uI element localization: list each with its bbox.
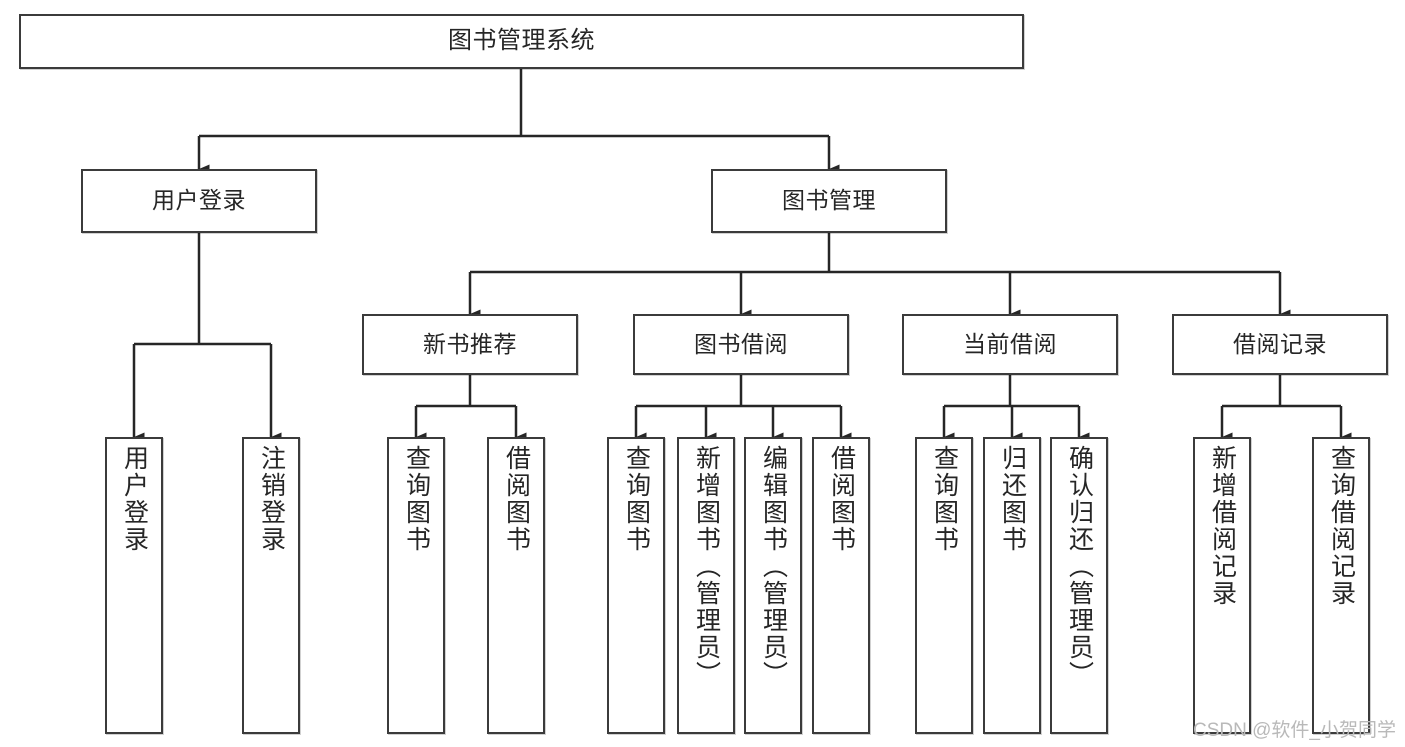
node-leaf-edit-book[interactable]: 编辑图书（管理员） <box>744 437 802 734</box>
node-label: 用户登录 <box>152 187 246 214</box>
node-new-book-recommend[interactable]: 新书推荐 <box>362 314 578 375</box>
node-label: 查询图书 <box>622 445 651 553</box>
node-book-borrow[interactable]: 图书借阅 <box>633 314 849 375</box>
node-leaf-return-book[interactable]: 归还图书 <box>983 437 1041 734</box>
node-leaf-user-login[interactable]: 用户登录 <box>105 437 163 734</box>
node-leaf-query-book-1[interactable]: 查询图书 <box>387 437 445 734</box>
node-label: 当前借阅 <box>963 330 1057 357</box>
node-label: 归还图书 <box>998 445 1027 553</box>
node-label: 编辑图书（管理员） <box>759 445 788 688</box>
node-leaf-confirm-return[interactable]: 确认归还（管理员） <box>1050 437 1108 734</box>
node-leaf-query-book-2[interactable]: 查询图书 <box>607 437 665 734</box>
node-label: 注销登录 <box>257 445 286 553</box>
node-label: 借阅图书 <box>827 445 856 553</box>
node-current-borrow[interactable]: 当前借阅 <box>902 314 1118 375</box>
node-label: 图书管理 <box>782 187 876 214</box>
node-leaf-add-book[interactable]: 新增图书（管理员） <box>677 437 735 734</box>
node-root-图书管理系统[interactable]: 图书管理系统 <box>19 14 1024 69</box>
node-leaf-borrow-book-2[interactable]: 借阅图书 <box>812 437 870 734</box>
node-label: 新书推荐 <box>423 330 517 357</box>
node-label: 借阅记录 <box>1233 330 1327 357</box>
node-label: 图书管理系统 <box>448 27 595 55</box>
node-borrow-record[interactable]: 借阅记录 <box>1172 314 1388 375</box>
node-leaf-add-record[interactable]: 新增借阅记录 <box>1193 437 1251 734</box>
node-leaf-user-logout[interactable]: 注销登录 <box>242 437 300 734</box>
node-user-login[interactable]: 用户登录 <box>81 169 317 233</box>
node-label: 用户登录 <box>120 445 149 553</box>
node-leaf-query-book-3[interactable]: 查询图书 <box>915 437 973 734</box>
node-label: 查询借阅记录 <box>1327 445 1356 607</box>
node-book-manage[interactable]: 图书管理 <box>711 169 947 233</box>
node-label: 查询图书 <box>402 445 431 553</box>
node-label: 查询图书 <box>930 445 959 553</box>
watermark-text: CSDN @软件_小贺同学 <box>1193 720 1396 741</box>
edge-group <box>132 69 1352 442</box>
node-label: 图书借阅 <box>694 330 788 357</box>
node-label: 新增借阅记录 <box>1208 445 1237 607</box>
node-leaf-borrow-book-1[interactable]: 借阅图书 <box>487 437 545 734</box>
node-label: 借阅图书 <box>502 445 531 553</box>
node-leaf-query-record[interactable]: 查询借阅记录 <box>1312 437 1370 734</box>
node-label: 确认归还（管理员） <box>1065 445 1094 688</box>
node-label: 新增图书（管理员） <box>692 445 721 688</box>
